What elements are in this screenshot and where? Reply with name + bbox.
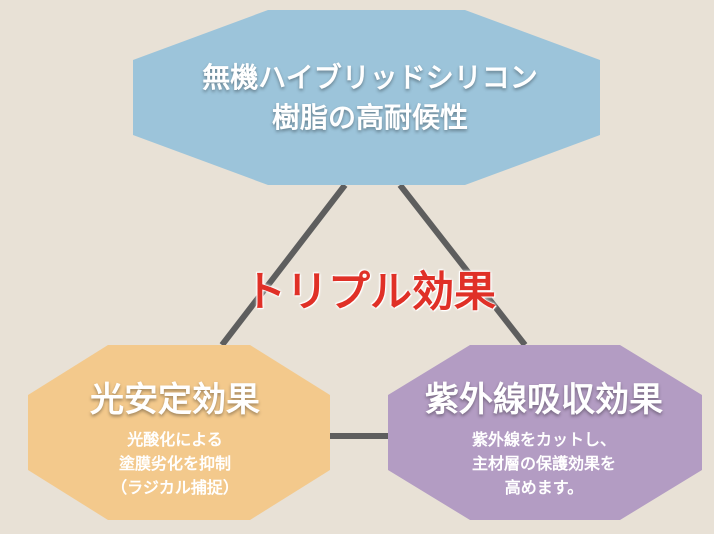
left-node-desc-line1: 光酸化による <box>127 430 223 449</box>
connector-top-right <box>397 183 528 347</box>
right-node-desc-line2: 主材層の保護効果を <box>471 454 616 473</box>
left-node-shape <box>28 345 330 520</box>
left-node-desc-line3: （ラジカル捕捉） <box>111 478 239 497</box>
left-node-desc-line2: 塗膜劣化を抑制 <box>118 454 231 473</box>
right-node-description: 紫外線をカットし、 主材層の保護効果を 高めます。 <box>385 428 703 500</box>
left-node-title: 光安定効果 <box>90 380 260 420</box>
top-node-title-line1: 無機ハイブリッドシリコン <box>202 61 538 94</box>
right-node-desc-line1: 紫外線をカットし、 <box>471 430 616 449</box>
top-node-title: 無機ハイブリッドシリコン 樹脂の高耐候性 <box>130 58 610 138</box>
center-label: トリプル効果 <box>243 267 496 316</box>
top-node-title-line2: 樹脂の高耐候性 <box>271 101 468 134</box>
left-node-description: 光酸化による 塗膜劣化を抑制 （ラジカル捕捉） <box>20 428 330 500</box>
connector-top-left <box>219 183 348 347</box>
top-node-shape <box>133 10 600 185</box>
right-node-shape <box>388 345 702 520</box>
right-node-title: 紫外線吸収効果 <box>425 380 663 420</box>
right-node-desc-line3: 高めます。 <box>504 478 584 497</box>
